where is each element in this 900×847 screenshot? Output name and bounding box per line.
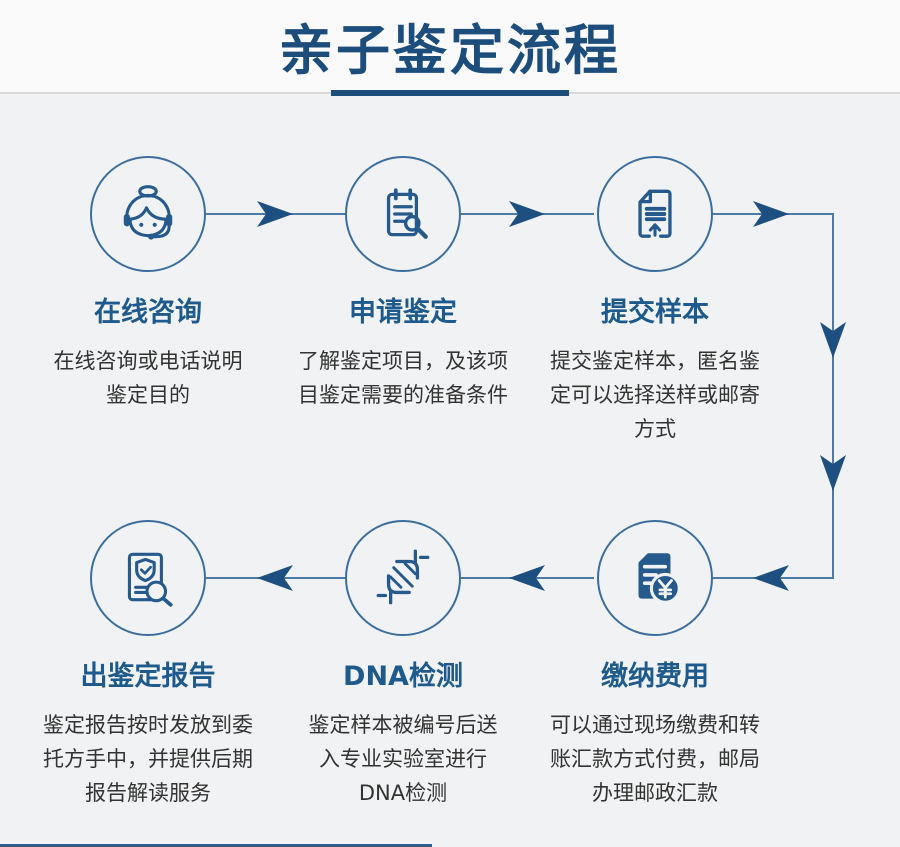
step-description: 在线咨询或电话说明 鉴定目的 <box>53 348 243 407</box>
step-submit-sample: 提交样本 提交鉴定样本，匿名鉴 定可以选择送样或邮寄 方式 <box>525 156 785 446</box>
arrow-right-icon <box>509 201 545 227</box>
upload-document-icon <box>638 189 672 238</box>
step-description: 了解鉴定项目，及该项 目鉴定需要的准备条件 <box>298 348 508 407</box>
step-circle <box>90 156 206 272</box>
customer-service-icon <box>123 185 173 240</box>
step-apply: 申请鉴定 了解鉴定项目，及该项 目鉴定需要的准备条件 <box>273 156 533 412</box>
step-report: 出鉴定报告 鉴定报告按时发放到委 托方手中，并提供后期 报告解读服务 <box>18 520 278 810</box>
step-payment: 缴纳费用 可以通过现场缴费和转 账汇款方式付费，邮局 办理邮政汇款 <box>525 520 785 810</box>
step-title: 申请鉴定 <box>349 297 457 328</box>
step-dna-test: DNA检测 鉴定样本被编号后送 入专业实验室进行 DNA检测 <box>273 520 533 810</box>
arrow-right-icon <box>257 201 293 227</box>
step-online-consult: 在线咨询 在线咨询或电话说明 鉴定目的 <box>18 156 278 412</box>
arrow-right-icon <box>753 201 789 227</box>
arrow-down-icon <box>820 455 846 491</box>
dna-icon <box>376 549 430 605</box>
header: 亲子鉴定流程 <box>0 0 900 96</box>
step-title: 出鉴定报告 <box>80 661 216 692</box>
step-description: 鉴定报告按时发放到委 托方手中，并提供后期 报告解读服务 <box>43 712 253 805</box>
step-title: 在线咨询 <box>94 297 202 328</box>
step-circle <box>345 520 461 636</box>
arrow-left-icon <box>509 565 545 591</box>
step-description: 鉴定样本被编号后送 入专业实验室进行 DNA检测 <box>308 712 498 805</box>
step-description: 提交鉴定样本，匿名鉴 定可以选择送样或邮寄 方式 <box>550 348 760 441</box>
page-title: 亲子鉴定流程 <box>279 19 621 82</box>
report-icon <box>127 552 173 607</box>
title-underline <box>331 90 569 96</box>
bottom-accent-line <box>0 844 432 847</box>
step-description: 可以通过现场缴费和转 账汇款方式付费，邮局 办理邮政汇款 <box>550 712 760 805</box>
arrow-down-icon <box>820 322 846 358</box>
arrow-left-icon <box>257 565 293 591</box>
arrow-left-icon <box>753 565 789 591</box>
step-title: DNA检测 <box>343 661 463 692</box>
step-title: 缴纳费用 <box>601 661 709 692</box>
step-circle <box>597 520 713 636</box>
apply-form-icon <box>386 188 428 239</box>
step-circle <box>90 520 206 636</box>
payment-icon <box>638 553 681 604</box>
step-title: 提交样本 <box>601 297 709 328</box>
step-circle <box>345 156 461 272</box>
step-circle <box>597 156 713 272</box>
